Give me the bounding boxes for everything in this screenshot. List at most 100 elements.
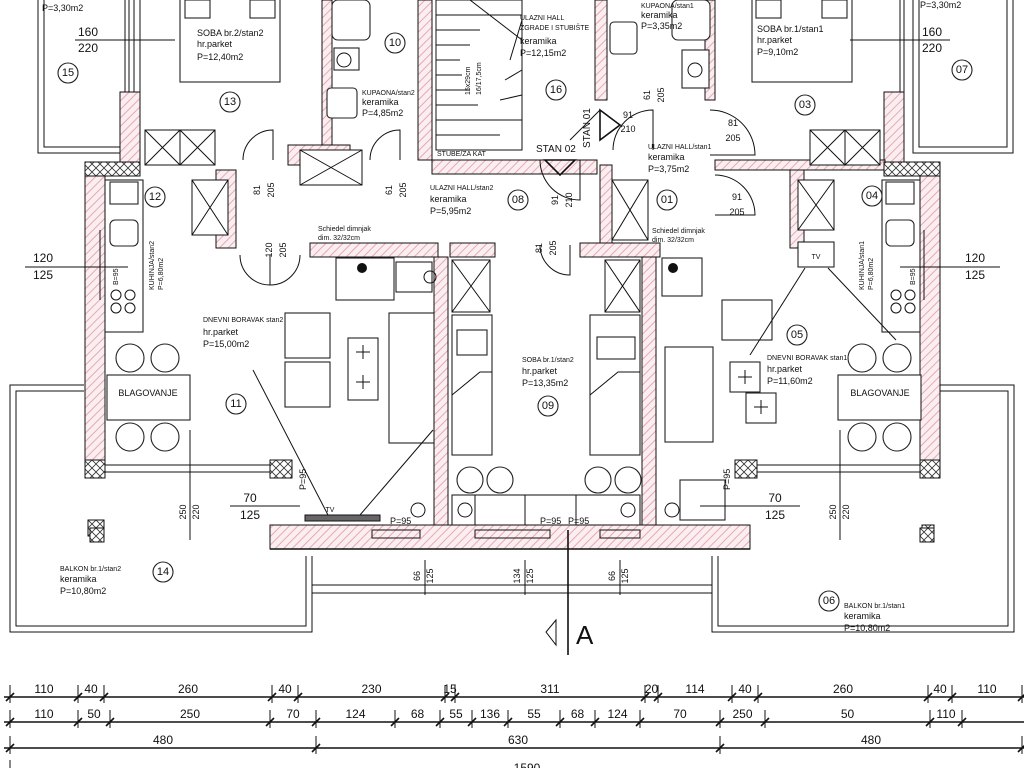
area-text: P=15,00m2 [203,339,249,349]
area-text: P=3,35m2 [641,21,682,31]
dimension-value: 55 [449,707,463,721]
dimension-slash [753,692,763,702]
room-number-06: 06 [818,590,840,612]
dimension-value: 55 [527,707,541,721]
label-hall-stan2: ULAZNI HALL/stan2 keramika P=5,95m2 [430,185,494,216]
dimension-slash [715,717,725,727]
window-height: 220 [922,41,942,55]
dimension-slash [311,743,321,753]
window-width: 120 [965,251,985,265]
dimension-slash [467,717,477,727]
area-text: P=10,80m2 [60,586,106,596]
room-number-13: 13 [219,91,241,113]
door-width: 61 [384,185,394,195]
room-name: ULAZNI HALL [520,15,564,22]
room-number-text: 04 [866,190,878,202]
door-width: 120 [264,242,274,257]
floor-type: keramika [648,152,685,162]
room-number-text: 07 [956,64,968,76]
area-text: P=12,40m2 [197,52,243,62]
dimension-slash [635,717,645,727]
dimension-value: 260 [833,682,853,696]
area-text: P=13,35m2 [522,378,568,388]
window-height: 125 [965,268,985,282]
dimension-slash [99,692,109,702]
dimension-slash [435,717,445,727]
room-number-12: 12 [144,186,166,208]
door-height: 210 [564,192,574,207]
dimension-value: 114 [685,682,704,696]
dimension-value: 124 [345,707,365,721]
dimension-value: 110 [936,707,955,721]
door-height: 205 [548,240,558,255]
dimension-slash [265,717,275,727]
window-height: 125 [33,268,53,282]
dimension-slash [947,692,957,702]
room-name: SOBA br.1/stan2 [522,357,574,364]
dimension-slash [555,717,565,727]
room-number-15: 15 [57,62,79,84]
area-text: P=3,30m2 [920,0,961,10]
room-number-text: 03 [799,99,811,111]
door-width: 250 [178,504,188,519]
balcony-07-outline [899,0,1014,154]
dimension-slash [727,692,737,702]
dining-set-stan2 [106,343,191,452]
chimney-label: Schiedel dimnjak [652,228,705,235]
area-text: P=3,75m2 [648,164,689,174]
door-height: 205 [266,182,276,197]
door-width: 91 [623,110,633,120]
outlet-height: P=95 [390,516,411,526]
door-swings [239,109,756,286]
dimension-value: 40 [84,682,98,696]
room-number-text: 15 [62,67,74,79]
door-width: 91 [732,192,742,202]
room-name: KUPAONA/stan1 [641,3,694,10]
room-name: KUHINJA/stan1 [859,241,866,290]
label-hall-building: ULAZNI HALL ZGRADE I STUBIŠTE keramika P… [520,15,590,58]
room-number-text: 14 [157,566,169,578]
dimension-total: 1590 [514,761,541,768]
area-text: P=11,60m2 [767,376,813,386]
area-text: P=10,80m2 [844,623,890,633]
stairs-label: STUBE/ZA KAT [437,151,487,158]
door-height: 205 [725,133,740,143]
room-number-text: 10 [389,37,401,49]
dimension-value: 68 [411,707,425,721]
dining-label: BLAGOVANJE [118,388,177,398]
area-text: P=6,80m2 [158,258,165,290]
dimension-value: 110 [977,682,996,696]
misc-labels: STAN 01 STAN 02 Schiedel dimnjak dim. 32… [298,108,821,650]
room-number-08: 08 [507,189,529,211]
dimension-slash [925,717,935,727]
dimension-value: 40 [738,682,752,696]
label-hall-stan1: ULAZNI HALL/stan1 keramika P=3,75m2 [648,144,712,174]
dimension-slash [957,717,967,727]
window-width: 134 [512,568,522,583]
single-bed-left [451,314,493,456]
dimension-value: 50 [87,707,101,721]
balcony-14-outline [9,384,313,633]
dimension-value: 70 [286,707,300,721]
label-kupaona2: KUPAONA/stan2 keramika P=4,85m2 [362,90,415,118]
area-text: P=3,30m2 [42,3,83,13]
dimension-slash [653,692,663,702]
dimension-slash [73,692,83,702]
label-soba2: SOBA br.2/stan2 hr.parket P=12,40m2 [197,28,264,62]
dimension-slash [640,692,650,702]
step-size: 15x29cm [465,66,472,95]
label-kupaona1: KUPAONA/stan1 keramika P=3,35m2 [641,3,694,31]
door-height: 205 [729,207,744,217]
label-boravak2: DNEVNI BORAVAK stan2 hr.parket P=15,00m2… [118,317,283,398]
label-balkon1: BALKON br.1/stan1 keramika P=10,80m2 [844,603,905,633]
outlet-height: P=95 [722,469,732,490]
area-text: P=5,95m2 [430,206,471,216]
door-width: 91 [550,195,560,205]
room-number-text: 16 [550,84,562,96]
dimension-value: 480 [861,733,881,747]
living-furniture-stan2 [252,257,437,522]
door-width: 250 [828,504,838,519]
room-number-text: 09 [542,400,554,412]
dimension-slash [450,692,460,702]
window-width: 70 [768,491,782,505]
